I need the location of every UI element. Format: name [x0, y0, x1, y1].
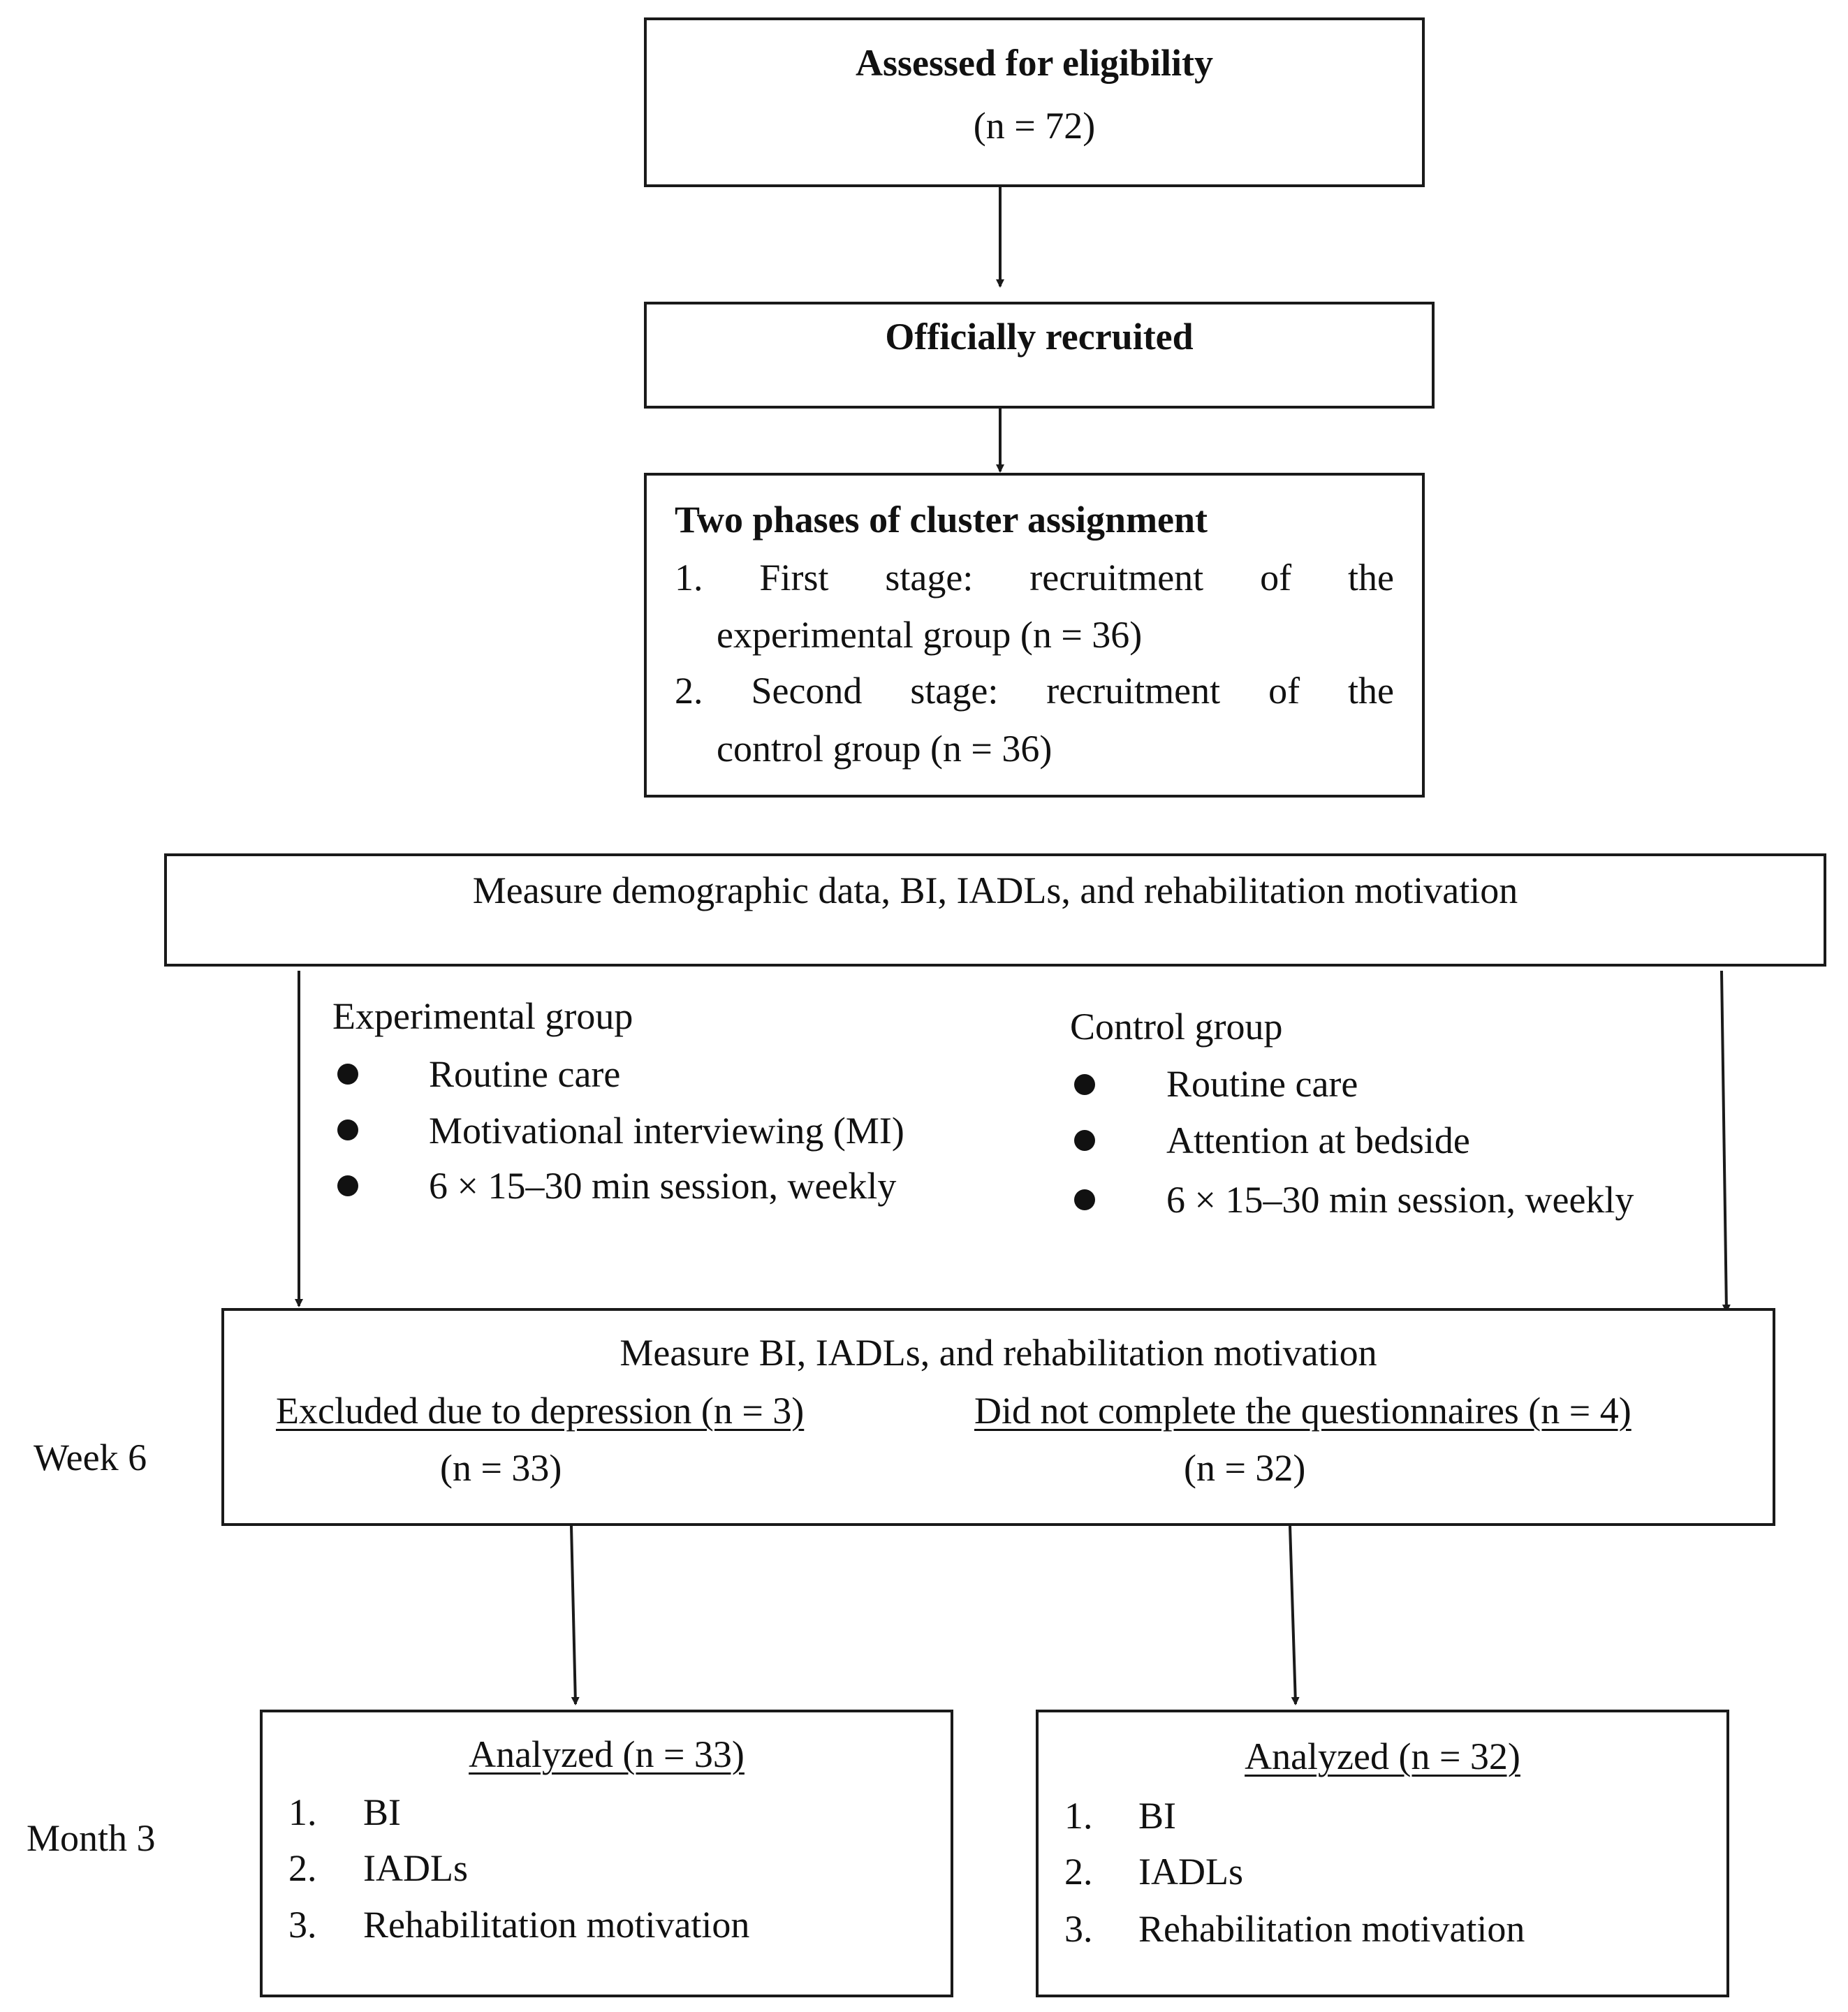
analyzed-right-item-2: IADLs — [1138, 1851, 1243, 1893]
week-6-count-left: (n = 33) — [440, 1447, 562, 1489]
analyzed-right-box — [1036, 1710, 1729, 1997]
analyzed-left-title: Analyzed (n = 33) — [469, 1733, 745, 1775]
experimental-item-1: Routine care — [429, 1053, 621, 1095]
arrow-baseline-to-week6-right — [1720, 970, 1731, 1313]
bullet-icon — [337, 1119, 358, 1140]
control-item-2: Attention at bedside — [1166, 1119, 1470, 1161]
experimental-item-2: Motivational interviewing (MI) — [429, 1110, 904, 1152]
analyzed-left-item-3: Rehabilitation motivation — [363, 1904, 750, 1946]
cluster-item-1-line-1: 1. First stage: recruitment of the — [675, 557, 1394, 599]
control-item-1: Routine care — [1166, 1063, 1358, 1105]
experimental-group-title: Experimental group — [332, 995, 633, 1037]
cluster-item-2-line-1: 2. Second stage: recruitment of the — [675, 670, 1394, 712]
bullet-icon — [337, 1175, 358, 1196]
week-6-title: Measure BI, IADLs, and rehabilitation mo… — [619, 1332, 1377, 1374]
analyzed-right-num-2: 2. — [1064, 1851, 1093, 1893]
baseline-text: Measure demographic data, BI, IADLs, and… — [472, 869, 1518, 911]
analyzed-right-num-3: 3. — [1064, 1908, 1093, 1950]
recruited-title: Officially recruited — [885, 316, 1194, 358]
control-item-3: 6 × 15–30 min session, weekly — [1166, 1179, 1634, 1221]
analyzed-left-box — [260, 1710, 953, 1997]
week-6-count-right: (n = 32) — [1184, 1447, 1306, 1489]
bullet-icon — [337, 1064, 358, 1085]
analyzed-left-num-2: 2. — [288, 1847, 317, 1889]
analyzed-right-num-1: 1. — [1064, 1795, 1093, 1837]
month-3-label: Month 3 — [27, 1817, 156, 1859]
bullet-icon — [1074, 1074, 1095, 1095]
arrow-week6-to-month3-right — [1289, 1525, 1300, 1705]
baseline-box — [164, 853, 1826, 967]
cluster-title: Two phases of cluster assignment — [675, 499, 1208, 541]
eligibility-title: Assessed for eligibility — [856, 42, 1213, 84]
experimental-item-3: 6 × 15–30 min session, weekly — [429, 1165, 897, 1207]
recruited-box — [644, 302, 1435, 409]
bullet-icon — [1074, 1130, 1095, 1151]
analyzed-right-item-3: Rehabilitation motivation — [1138, 1908, 1525, 1950]
analyzed-left-item-1: BI — [363, 1791, 401, 1833]
control-group-title: Control group — [1070, 1006, 1283, 1048]
eligibility-count: (n = 72) — [973, 105, 1096, 147]
week-6-box — [221, 1308, 1775, 1526]
analyzed-left-num-3: 3. — [288, 1904, 317, 1946]
bullet-icon — [1074, 1189, 1095, 1210]
analyzed-right-item-1: BI — [1138, 1795, 1176, 1837]
arrow-week6-to-month3-left — [570, 1525, 580, 1705]
cluster-item-1-line-2: experimental group (n = 36) — [717, 614, 1143, 656]
excluded-depression: Excluded due to depression (n = 3) — [276, 1390, 805, 1432]
analyzed-left-item-2: IADLs — [363, 1847, 468, 1889]
excluded-questionnaires: Did not complete the questionnaires (n =… — [974, 1390, 1631, 1432]
eligibility-box — [644, 17, 1425, 187]
cluster-item-2-line-2: control group (n = 36) — [717, 728, 1053, 770]
week-6-label: Week 6 — [34, 1437, 147, 1478]
analyzed-right-title: Analyzed (n = 32) — [1245, 1735, 1520, 1777]
analyzed-left-num-1: 1. — [288, 1791, 317, 1833]
cluster-box — [644, 473, 1425, 798]
